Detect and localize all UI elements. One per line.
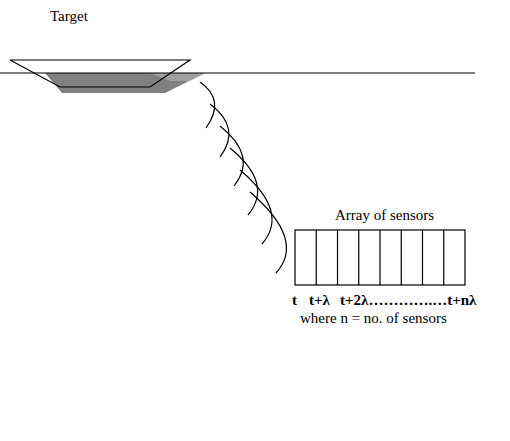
wave-arc [200,82,215,128]
note-label: where n = no. of sensors [300,310,447,327]
sound-waves [200,82,286,273]
sensor-divider [401,230,402,285]
hull-shadow [150,73,205,81]
sensor-array [295,230,465,285]
time-label: t [292,292,297,309]
time-label: t+2λ………….…t+nλ [340,292,476,309]
sensor-dividers [316,230,444,285]
time-label: t+λ [309,292,330,309]
array-label: Array of sensors [335,207,434,224]
target-label: Target [50,8,88,25]
sensor-divider [337,230,338,285]
sensor-divider [358,230,359,285]
wave-arc [250,192,286,273]
wave-arc [230,148,258,215]
sensor-divider [422,230,423,285]
sensor-divider [316,230,317,285]
wave-arc [240,170,272,244]
water-line [0,72,475,73]
sensor-divider [443,230,444,285]
hull-shade [45,73,205,93]
sensor-divider [379,230,380,285]
